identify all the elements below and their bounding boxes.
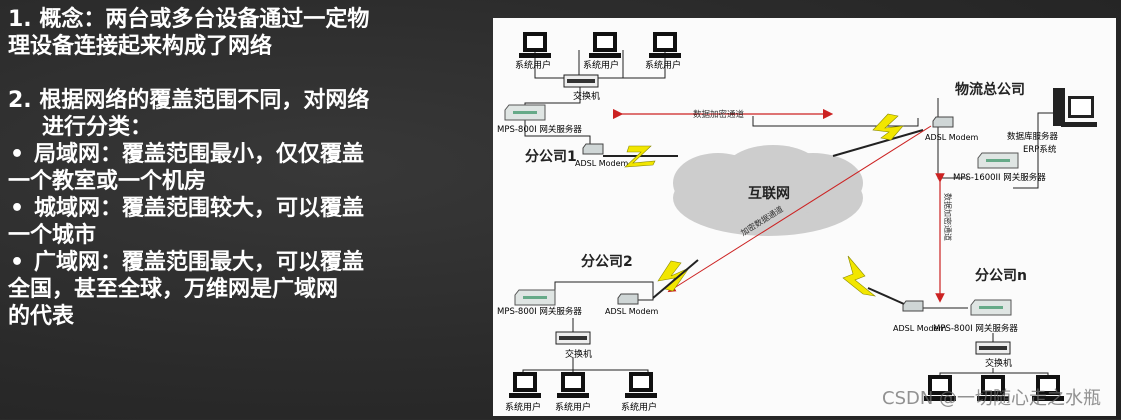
switch-icon bbox=[975, 341, 1011, 355]
gateway-label: MPS-1600II 网关服务器 bbox=[953, 172, 1046, 183]
hq-label: 物流总公司 bbox=[955, 81, 1025, 98]
switch-label: 交换机 bbox=[565, 348, 592, 360]
db-server-icon bbox=[1053, 88, 1097, 127]
modem-icon bbox=[617, 293, 639, 305]
modem-icon bbox=[932, 116, 954, 128]
user-label: 系统用户 bbox=[555, 401, 591, 413]
tunnel-diagonal-arrow bbox=[667, 125, 932, 293]
user-label: 系统用户 bbox=[645, 59, 681, 71]
point-1-line-1: 1. 概念：两台或多台设备通过一定物 bbox=[8, 7, 370, 32]
gateway-label: MPS-800I 网关服务器 bbox=[497, 124, 582, 135]
modem-label: ADSL Modem bbox=[605, 307, 659, 316]
pc-icon bbox=[589, 32, 621, 58]
gateway-icon bbox=[514, 289, 556, 306]
user-label: 系统用户 bbox=[621, 401, 657, 413]
gateway-icon bbox=[977, 152, 1019, 169]
switch-label: 交换机 bbox=[985, 357, 1012, 369]
internet-cloud bbox=[673, 145, 863, 236]
user-label: 系统用户 bbox=[583, 59, 619, 71]
bullet-man-line-2: 一个城市 bbox=[8, 223, 97, 248]
bullet-icon: • bbox=[10, 196, 25, 221]
bullet-text: 广域网：覆盖范围最大，可以覆盖 bbox=[34, 250, 365, 275]
slide-text: 1. 概念：两台或多台设备通过一定物 理设备连接起来构成了网络 2. 根据网络的… bbox=[8, 6, 478, 330]
bullet-icon: • bbox=[10, 142, 25, 167]
branch2-label: 分公司2 bbox=[581, 254, 633, 270]
bullet-lan: • 局域网：覆盖范围最小，仅仅覆盖 bbox=[8, 141, 478, 168]
gateway-icon bbox=[504, 104, 546, 121]
erp-label: ERP系统 bbox=[1023, 144, 1057, 155]
pc-icon bbox=[557, 372, 589, 398]
point-1-line-2: 理设备连接起来构成了网络 bbox=[8, 34, 273, 59]
pc-icon bbox=[519, 32, 551, 58]
modem-icon bbox=[902, 300, 924, 312]
bullet-text: 城域网：覆盖范围较大，可以覆盖 bbox=[34, 196, 365, 221]
tunnel-vertical-label: 数据加密通道 bbox=[943, 193, 953, 241]
point-2-line-2: 进行分类： bbox=[42, 115, 153, 140]
modem-label: ADSL Modem bbox=[925, 133, 979, 142]
branchn-label: 分公司n bbox=[975, 268, 1027, 284]
user-label: 系统用户 bbox=[515, 59, 551, 71]
point-2-line-1: 2. 根据网络的覆盖范围不同，对网络 bbox=[8, 88, 370, 113]
bullet-wan-line-3: 的代表 bbox=[8, 304, 75, 329]
bullet-text: 局域网：覆盖范围最小，仅仅覆盖 bbox=[34, 142, 365, 167]
tunnel-label: 数据加密通道 bbox=[693, 109, 745, 120]
gateway-icon bbox=[970, 299, 1012, 316]
bullet-lan-line-2: 一个教室或一个机房 bbox=[8, 169, 207, 194]
network-diagram: 互联网 系统用户 系统用户 系统用户 交换机 MPS-800I 网关服务器 分公… bbox=[493, 18, 1116, 416]
modem-label: ADSL Modem bbox=[575, 159, 629, 168]
bullet-man: • 城域网：覆盖范围较大，可以覆盖 bbox=[8, 195, 478, 222]
pc-icon bbox=[625, 372, 657, 398]
network-diagram-svg: 互联网 系统用户 系统用户 系统用户 交换机 MPS-800I 网关服务器 分公… bbox=[497, 32, 1097, 413]
modem-label: ADSL Modem bbox=[893, 324, 947, 333]
pc-icon bbox=[509, 372, 541, 398]
pc-icon bbox=[649, 32, 681, 58]
gateway-label: MPS-800I 网关服务器 bbox=[933, 323, 1018, 334]
branch1-label: 分公司1 bbox=[525, 149, 577, 165]
watermark: CSDN @一切随心走之水瓶 bbox=[882, 388, 1102, 409]
user-label: 系统用户 bbox=[505, 401, 541, 413]
bullet-wan-line-2: 全国，甚至全球，万维网是广域网 bbox=[8, 277, 339, 302]
bullet-icon: • bbox=[10, 250, 25, 275]
internet-label: 互联网 bbox=[748, 186, 790, 202]
bullet-wan: • 广域网：覆盖范围最大，可以覆盖 bbox=[8, 249, 478, 276]
switch-icon bbox=[555, 331, 591, 345]
switch-icon bbox=[563, 74, 599, 88]
db-server-label: 数据库服务器 bbox=[1007, 131, 1059, 142]
modem-icon bbox=[582, 143, 604, 155]
switch-label: 交换机 bbox=[573, 90, 600, 102]
gateway-label: MPS-800I 网关服务器 bbox=[497, 306, 582, 317]
